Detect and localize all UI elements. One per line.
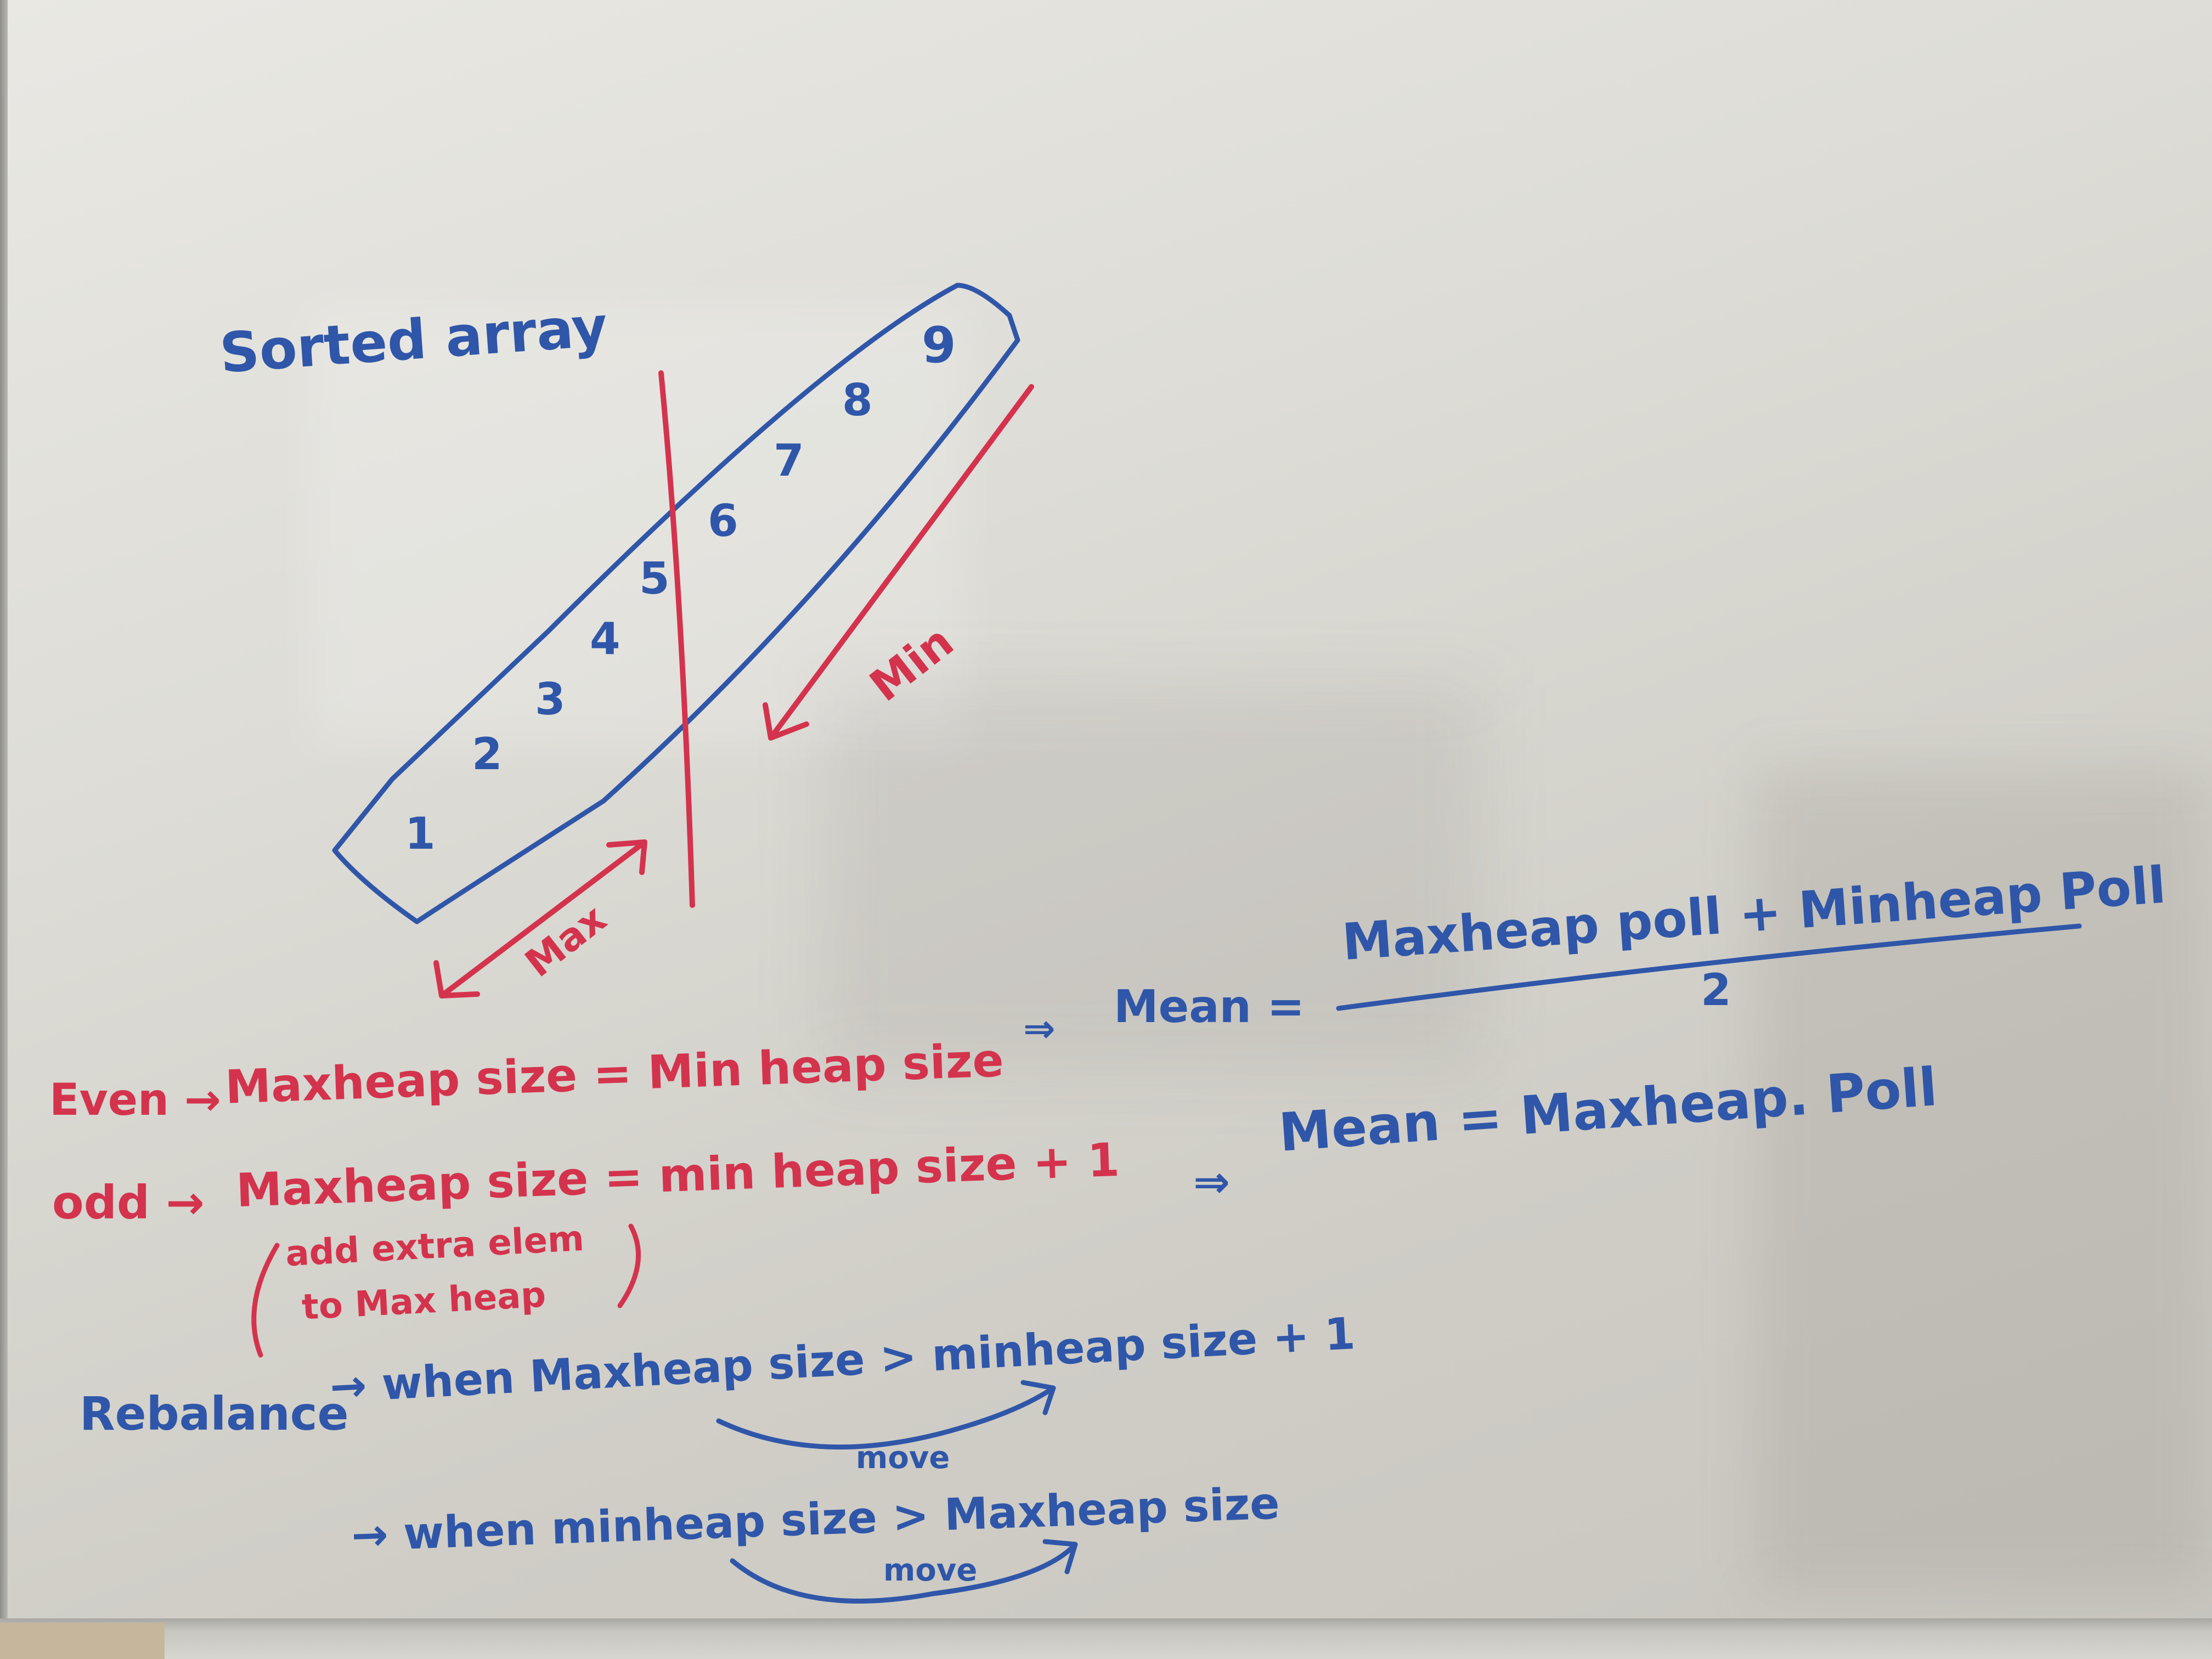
array-number-3: 3 — [535, 674, 566, 725]
mean-label: Mean = — [1114, 981, 1305, 1033]
max-arrow — [433, 839, 647, 998]
mean-denominator: 2 — [1701, 964, 1731, 1015]
move-arc-1 — [716, 1380, 1056, 1450]
array-number-7: 7 — [774, 435, 804, 486]
fraction-bar — [1336, 923, 2082, 1011]
board-frame — [0, 0, 8, 1659]
divider-line — [658, 370, 695, 908]
tray-end-cap — [0, 1623, 165, 1659]
array-number-8: 8 — [842, 375, 873, 426]
min-arrow — [763, 384, 1034, 741]
odd-implies-arrow: ⇒ — [1193, 1156, 1231, 1207]
array-number-6: 6 — [708, 495, 738, 546]
move-label-2: move — [883, 1553, 978, 1588]
even-lead: Even → — [49, 1074, 221, 1125]
marker-tray — [0, 1618, 2212, 1659]
rebalance-label: Rebalance — [80, 1387, 349, 1441]
odd-lead: odd → — [52, 1176, 205, 1229]
note-paren-right — [617, 1223, 641, 1308]
move-label-1: move — [856, 1440, 950, 1476]
even-implies-arrow: ⇒ — [1023, 1006, 1056, 1051]
note-paren-left — [251, 1243, 280, 1358]
array-number-2: 2 — [472, 729, 503, 780]
array-number-9: 9 — [922, 317, 956, 374]
array-number-1: 1 — [405, 808, 436, 859]
array-number-5: 5 — [639, 553, 670, 604]
array-outline — [332, 283, 1020, 924]
move-arc-2 — [730, 1539, 1078, 1604]
array-number-4: 4 — [590, 613, 620, 664]
